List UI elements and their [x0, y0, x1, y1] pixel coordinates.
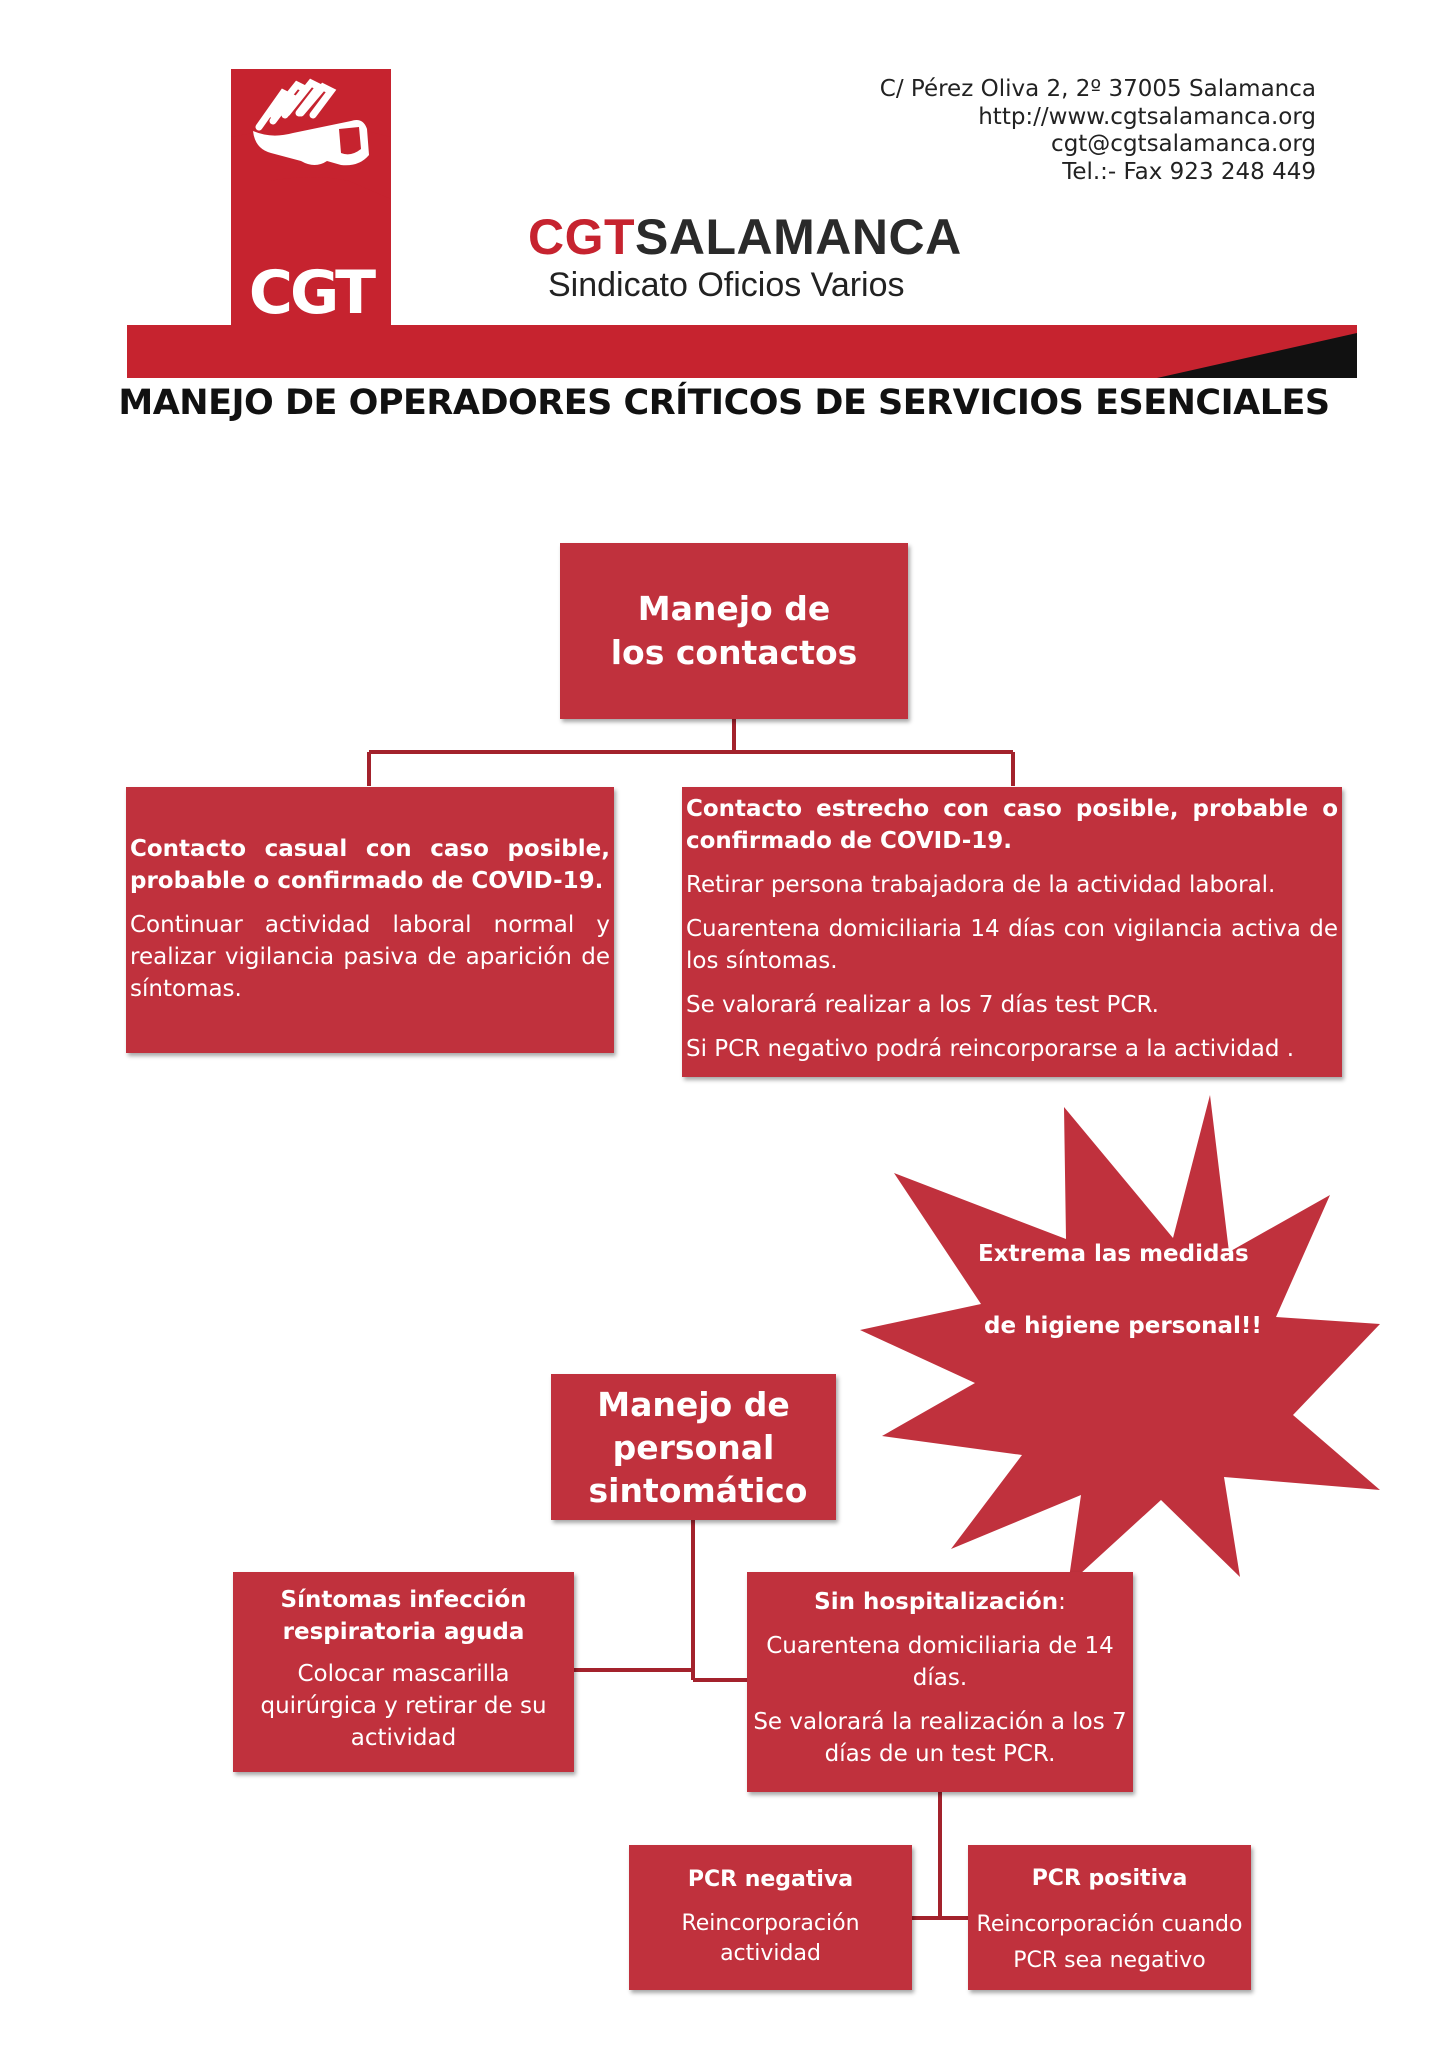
- close-contact-box: Contacto estrecho con caso posible, prob…: [682, 787, 1342, 1077]
- contacts-root-box: Manejo de los contactos: [560, 543, 908, 719]
- brand-salamanca: SALAMANCA: [635, 209, 962, 265]
- close-contact-heading: Contacto estrecho con caso posible, prob…: [686, 796, 1338, 854]
- casual-contact-heading: Contacto casual con caso posible, probab…: [130, 836, 610, 894]
- phone-fax-line: Tel.:- Fax 923 248 449: [1062, 158, 1316, 185]
- symptomatic-root-label: Manejo de personal sintomático: [588, 1384, 808, 1510]
- pcr-positive-heading: PCR positiva: [1031, 1866, 1188, 1891]
- header-band: [127, 325, 1357, 378]
- symptomatic-root-box: Manejo de personal sintomático: [551, 1374, 836, 1520]
- pcr-positive-body: Reincorporación cuando PCR sea negativo: [976, 1912, 1243, 1973]
- symptoms-body: Colocar mascarilla quirúrgica y retirar …: [260, 1661, 547, 1751]
- no-hospitalization-item: Se valorará la realización a los 7 días …: [753, 1709, 1127, 1767]
- no-hospitalization-item: Cuarentena domiciliaria de 14 días.: [766, 1633, 1114, 1691]
- address-line: C/ Pérez Oliva 2, 2º 37005 Salamanca: [879, 76, 1316, 102]
- page-title: MANEJO DE OPERADORES CRÍTICOS DE SERVICI…: [118, 383, 1330, 423]
- starburst-line-2: de higiene personal!!: [984, 1313, 1262, 1339]
- pcr-positive-box: PCR positiva Reincorporación cuando PCR …: [968, 1845, 1251, 1990]
- email-link[interactable]: cgt@cgtsalamanca.org: [1051, 131, 1316, 157]
- website-link[interactable]: http://www.cgtsalamanca.org: [978, 103, 1316, 130]
- hygiene-starburst: Extrema las medidas de higiene personal!…: [860, 1095, 1380, 1585]
- symptoms-box: Síntomas infección respiratoria aguda Co…: [233, 1572, 574, 1772]
- close-contact-item: Retirar persona trabajadora de la activi…: [686, 872, 1276, 898]
- no-hospitalization-heading: Sin hospitalización: [814, 1589, 1059, 1615]
- no-hospitalization-box: Sin hospitalización: Cuarentena domicili…: [747, 1572, 1133, 1792]
- close-contact-item: Si PCR negativo podrá reincorporarse a l…: [686, 1036, 1295, 1062]
- brand-name: CGTSALAMANCA: [528, 208, 962, 266]
- close-contact-item: Se valorará realizar a los 7 días test P…: [686, 992, 1159, 1018]
- no-hospitalization-colon: :: [1058, 1589, 1066, 1615]
- symptoms-heading: Síntomas infección respiratoria aguda: [280, 1587, 527, 1645]
- close-contact-item: Cuarentena domiciliaria 14 días con vigi…: [686, 916, 1338, 974]
- contacts-root-label: Manejo de los contactos: [610, 589, 858, 672]
- logo-text: CGT: [248, 258, 376, 328]
- casual-contact-box: Contacto casual con caso posible, probab…: [126, 787, 614, 1053]
- starburst-line-1: Extrema las medidas: [978, 1241, 1249, 1267]
- pcr-negative-body: Reincorporación actividad: [681, 1911, 860, 1966]
- casual-contact-body: Continuar actividad laboral normal y rea…: [130, 912, 610, 1002]
- pcr-negative-heading: PCR negativa: [687, 1867, 854, 1892]
- contact-info: C/ Pérez Oliva 2, 2º 37005 Salamanca htt…: [880, 76, 1316, 186]
- pcr-negative-box: PCR negativa Reincorporación actividad: [629, 1845, 912, 1990]
- brand-cgt: CGT: [528, 209, 636, 265]
- cgt-logo: CGT: [231, 69, 391, 328]
- brand-subtitle: Sindicato Oficios Varios: [548, 266, 905, 304]
